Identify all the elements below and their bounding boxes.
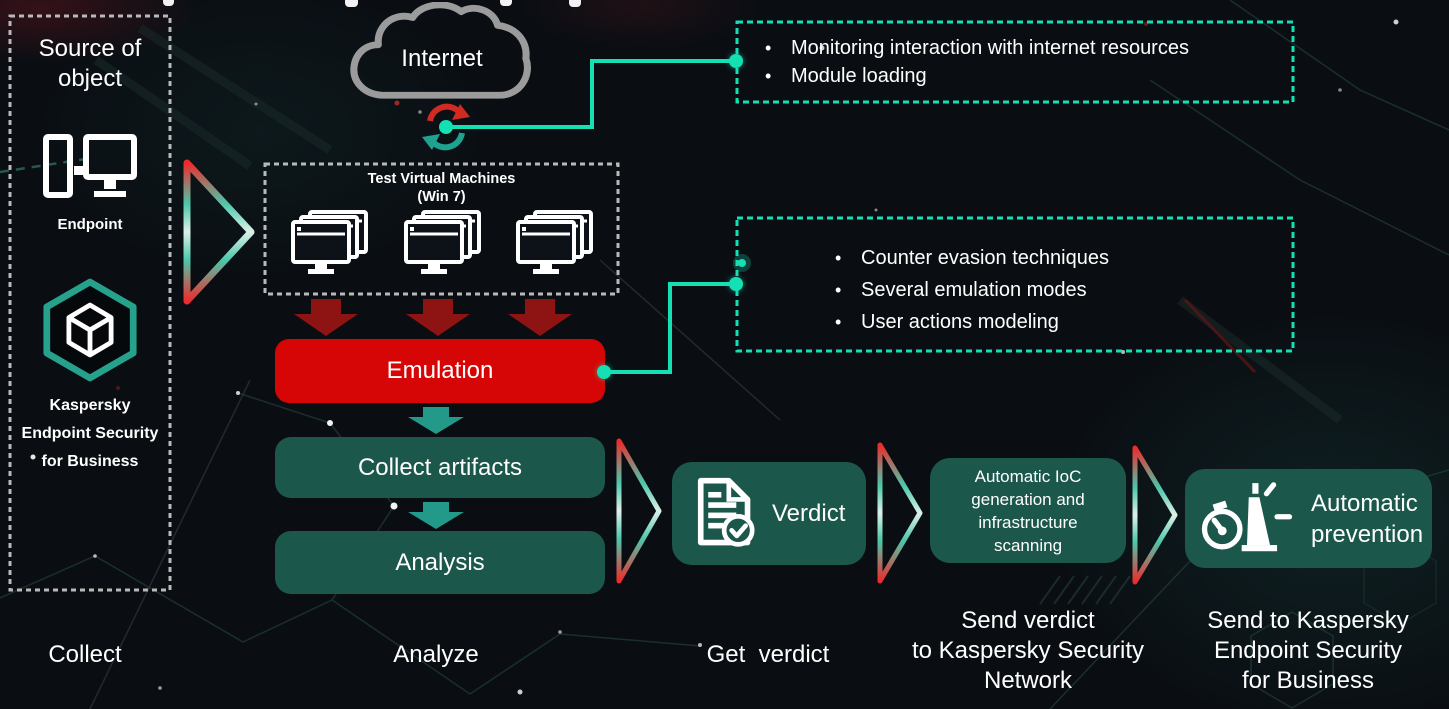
- analysis-box: Analysis: [275, 531, 605, 594]
- stage-label-send-to-kesb: Send to Kaspersky Endpoint Security for …: [1207, 607, 1409, 694]
- callout-item: •Counter evasion techniques: [835, 242, 1395, 274]
- connector-line: [668, 282, 672, 374]
- vm-box: Test Virtual Machines (Win 7): [263, 162, 620, 296]
- cropped-title-fragment: [345, 0, 358, 7]
- callout-item: •User actions modeling: [835, 306, 1395, 338]
- ioc-label-line: infrastructure: [978, 512, 1078, 532]
- stage-label-collect: Collect: [48, 641, 122, 668]
- kaspersky-product-line: Endpoint Security: [21, 425, 159, 442]
- collect-artifacts-box: Collect artifacts: [275, 437, 605, 498]
- verdict-label: Verdict: [772, 499, 846, 527]
- chevron-arrow-icon: [877, 442, 923, 584]
- cropped-title-fragment: [163, 0, 174, 6]
- ioc-label-line: Automatic IoC: [974, 466, 1082, 486]
- bullet-icon: •: [835, 312, 842, 332]
- connector-dot: [597, 365, 611, 379]
- bullet-icon: •: [765, 66, 772, 86]
- document-check-icon: [697, 477, 755, 547]
- connector-line: [590, 59, 594, 129]
- vm-stack-icon: [291, 210, 368, 274]
- stage-label-send-verdict: Send verdict to Kaspersky Security Netwo…: [911, 607, 1145, 694]
- callout-emulation-box: •Counter evasion techniques •Several emu…: [735, 216, 1295, 353]
- red-down-arrow-icon: [406, 299, 470, 336]
- vm-box-title: Test Virtual Machines: [367, 171, 516, 187]
- cropped-title-fragment: [569, 0, 581, 7]
- cropped-title-fragment: [500, 0, 512, 6]
- connector-line: [446, 125, 594, 129]
- emulation-label: Emulation: [386, 357, 494, 384]
- red-down-arrow-icon: [508, 299, 572, 336]
- endpoint-label: Endpoint: [57, 216, 123, 233]
- callout-internet-box: •Monitoring interaction with internet re…: [735, 20, 1295, 104]
- prevention-label-line: Automatic: [1311, 489, 1418, 517]
- vm-box-border: [263, 162, 620, 296]
- chevron-arrow-icon: [616, 438, 662, 584]
- teal-down-arrow-icon: [408, 502, 464, 529]
- source-box-border: [8, 14, 172, 592]
- bullet-icon: •: [765, 38, 772, 58]
- source-of-object-box: Source of object Endpoint Kaspersky Endp…: [8, 14, 172, 592]
- connector-line: [604, 370, 672, 374]
- chevron-arrow-icon: [1132, 445, 1178, 585]
- connector-line: [668, 282, 737, 286]
- sync-icon: [422, 103, 470, 151]
- collect-artifacts-label: Collect artifacts: [357, 453, 523, 481]
- ioc-box: Automatic IoC generation and infrastruct…: [930, 458, 1126, 563]
- source-box-title: Source of object: [38, 35, 142, 92]
- callout-item: •Module loading: [765, 62, 1325, 90]
- stage-label-get-verdict: Get verdict: [706, 641, 830, 668]
- kaspersky-product-line: Kaspersky: [49, 397, 131, 414]
- verdict-box: Verdict: [672, 462, 866, 565]
- bullet-icon: •: [835, 248, 842, 268]
- callout-item: •Several emulation modes: [835, 274, 1395, 306]
- stage-label-analyze: Analyze: [393, 641, 479, 668]
- bullet-icon: •: [835, 280, 842, 300]
- callout-border: [735, 20, 1295, 104]
- kaspersky-product-line: for Business: [41, 453, 139, 470]
- internet-label: Internet: [401, 45, 483, 72]
- endpoint-icon: [43, 134, 137, 198]
- kaspersky-product-name: Kaspersky Endpoint Security for Business: [8, 392, 172, 476]
- kaspersky-hexagon-icon: [43, 278, 137, 382]
- stopwatch-barrier-icon: [1201, 482, 1293, 552]
- red-down-arrow-icon: [294, 299, 358, 336]
- prevention-box: Automatic prevention: [1185, 469, 1432, 568]
- vm-stack-icon: [404, 210, 481, 274]
- callout-border: [735, 216, 1295, 353]
- teal-down-arrow-icon: [408, 407, 464, 434]
- internet-cloud-icon: [350, 2, 531, 99]
- prevention-label-line: prevention: [1311, 520, 1424, 548]
- analysis-label: Analysis: [395, 548, 485, 576]
- emulation-box: Emulation: [275, 339, 605, 403]
- ioc-label-line: generation and: [971, 489, 1085, 509]
- connector-line: [590, 59, 737, 63]
- vm-stack-icon: [516, 210, 593, 274]
- callout-item: •Monitoring interaction with internet re…: [765, 34, 1325, 62]
- ioc-label-line: scanning: [993, 535, 1063, 555]
- vm-box-subtitle: (Win 7): [417, 189, 466, 205]
- chevron-arrow-icon: [183, 159, 255, 305]
